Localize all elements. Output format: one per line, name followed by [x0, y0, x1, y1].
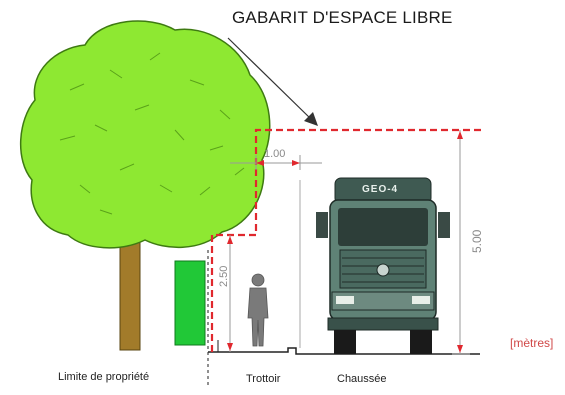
dimension-sidewalk-height	[227, 235, 233, 352]
tree	[20, 20, 271, 351]
truck-brand: GEO-4	[362, 184, 399, 195]
label-property-limit: Limite de propriété	[58, 371, 150, 383]
dimension-label-horizontal: 1.00	[264, 148, 286, 160]
ground-line	[208, 347, 480, 355]
dimension-label-roadway-height: 5.00	[470, 229, 484, 253]
dimension-label-sidewalk-height: 2.50	[218, 265, 230, 287]
pedestrian-figure	[247, 273, 269, 347]
dimension-horizontal	[230, 155, 322, 170]
diagram-title: GABARIT D'ESPACE LIBRE	[232, 8, 453, 27]
label-sidewalk: Trottoir	[246, 373, 281, 385]
label-roadway: Chaussée	[337, 373, 387, 385]
label-unit: [mètres]	[510, 336, 554, 350]
truck-front	[316, 177, 450, 354]
dimension-roadway-height	[452, 130, 470, 355]
pointer-arrow	[227, 37, 318, 126]
foliage-texture	[59, 52, 245, 215]
clearance-outline	[210, 128, 482, 352]
tree-foliage	[20, 20, 271, 249]
hedge	[174, 260, 206, 346]
